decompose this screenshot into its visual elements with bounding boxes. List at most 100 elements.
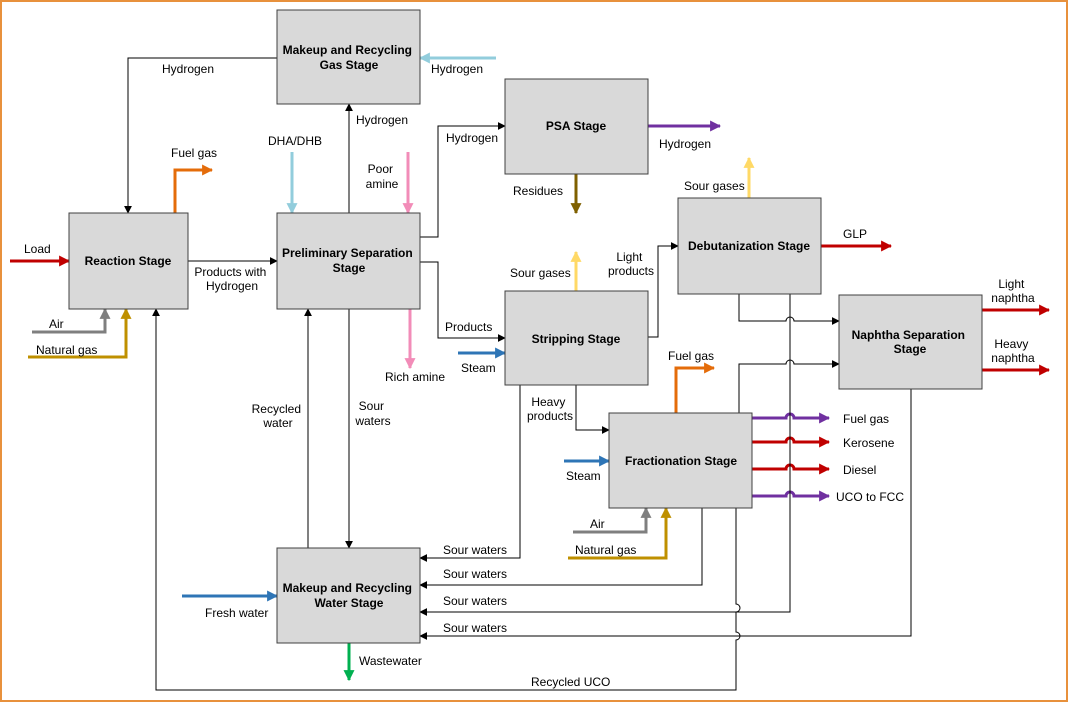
svg-text:Debutanization Stage: Debutanization Stage — [688, 239, 810, 253]
svg-text:Naphtha Separation Stage: Naphtha Separation Stage — [852, 328, 969, 356]
products-label: Products — [445, 320, 492, 334]
wastewater-label: Wastewater — [359, 654, 422, 668]
light-products-line — [648, 242, 679, 338]
heavy-products-line — [575, 385, 610, 434]
light-products-label-1: Light — [616, 250, 643, 264]
recycled-uco-line — [152, 308, 741, 691]
air-frac-arrow — [573, 506, 652, 534]
hydrogen-feed-label: Hydrogen — [431, 62, 483, 76]
dha-dhb-label: DHA/DHB — [268, 134, 322, 148]
svg-text:Makeup and Recycling Gas: Makeup and Recycling Gas Stage — [283, 43, 416, 72]
recycled-water-label-1: Recycled — [252, 402, 301, 416]
hydrogen-to-psa-line — [420, 122, 506, 238]
gas-recycling-stage-title-1: Makeup and Recycling — [283, 43, 412, 57]
gas-recycling-stage-title-2: Gas Stage — [320, 58, 379, 72]
diesel-label: Diesel — [843, 463, 876, 477]
debutanization-stage-title: Debutanization Stage — [688, 239, 810, 253]
sour-waters-1-label: Sour waters — [443, 543, 507, 557]
poor-amine-label-2: amine — [366, 177, 399, 191]
water-recycling-stage-title-2: Water Stage — [315, 596, 384, 610]
fresh-water-label: Fresh water — [205, 606, 268, 620]
svg-text:Preliminary Separation S: Preliminary Separation Stage — [282, 246, 416, 275]
heavy-products-label-2: products — [527, 409, 573, 423]
heavy-naphtha-label: Heavy naphtha — [991, 337, 1035, 365]
preliminary-stage-title-2: Stage — [333, 261, 366, 275]
poor-amine-label: Poor amine — [366, 162, 399, 191]
natural-gas-reaction-arrow — [28, 307, 132, 359]
natural-gas-frac-label: Natural gas — [575, 543, 636, 557]
sour-waters-prelim-label: Sour waters — [354, 399, 390, 428]
sour-waters-1-line — [419, 385, 521, 562]
debut-to-naphtha-line — [738, 294, 840, 325]
hydrogen-out-psa-label: Hydrogen — [659, 137, 711, 151]
naphtha-separation-stage-box: Naphtha Separation Stage — [838, 294, 983, 390]
natural-gas-frac-arrow — [568, 506, 672, 560]
steam-stripping-label: Steam — [461, 361, 496, 375]
light-products-label-2: products — [608, 264, 654, 278]
hydrogen-to-psa-label: Hydrogen — [446, 131, 498, 145]
products-line — [420, 261, 506, 342]
light-naphtha-label-1: Light — [998, 277, 1025, 291]
light-products-label: Light products — [608, 250, 654, 278]
psa-stage-title: PSA Stage — [546, 119, 607, 133]
fractionation-stage-box: Fractionation Stage — [608, 412, 753, 509]
sour-waters-4-line — [419, 389, 912, 640]
stripping-stage-title: Stripping Stage — [532, 332, 621, 346]
sour-waters-4-label: Sour waters — [443, 621, 507, 635]
sour-gases-debut-label: Sour gases — [684, 179, 745, 193]
recycled-uco-label: Recycled UCO — [531, 675, 610, 689]
hydrogen-to-reaction-label: Hydrogen — [162, 62, 214, 76]
svg-text:Reaction Stage: Reaction Stage — [85, 254, 172, 268]
stripping-stage-box: Stripping Stage — [504, 290, 649, 386]
fuel-gas-frac-arrow — [674, 362, 716, 413]
residues-label: Residues — [513, 184, 563, 198]
glp-label: GLP — [843, 227, 867, 241]
heavy-naphtha-label-2: naphtha — [991, 351, 1035, 365]
svg-text:PSA Stage: PSA Stage — [546, 119, 607, 133]
hydrogen-up-label: Hydrogen — [356, 113, 408, 127]
natural-gas-reaction-label: Natural gas — [36, 343, 97, 357]
naphtha-stage-title-2: Stage — [894, 342, 927, 356]
heavy-products-label-1: Heavy — [531, 395, 565, 409]
reaction-stage-title: Reaction Stage — [85, 254, 172, 268]
heavy-products-label: Heavy products — [527, 395, 573, 423]
psa-stage-box: PSA Stage — [504, 78, 649, 175]
uco-to-fcc-label: UCO to FCC — [836, 490, 904, 504]
water-recycling-stage-title-1: Makeup and Recycling — [283, 581, 412, 595]
svg-text:Fractionation Stage: Fractionation Stage — [625, 454, 737, 468]
load-label: Load — [24, 242, 51, 256]
recycled-water-label-2: water — [262, 416, 292, 430]
sour-waters-2-label: Sour waters — [443, 567, 507, 581]
steam-frac-label: Steam — [566, 469, 601, 483]
sour-waters-prelim-label-1: Sour — [359, 399, 384, 413]
svg-text:Stripping Stage: Stripping Stage — [532, 332, 621, 346]
rich-amine-label: Rich amine — [385, 370, 445, 384]
fuel-gas-reaction-arrow — [173, 164, 214, 213]
frac-fuel-gas-out-label: Fuel gas — [843, 412, 889, 426]
products-with-hydrogen-label: Products with Hydrogen — [194, 265, 269, 293]
gas-recycling-stage-box: Makeup and Recycling Gas Stage — [276, 9, 421, 105]
fuel-gas-frac-label: Fuel gas — [668, 349, 714, 363]
recycled-water-label: Recycled water — [252, 402, 305, 430]
kerosene-label: Kerosene — [843, 436, 895, 450]
heavy-naphtha-label-1: Heavy — [994, 337, 1028, 351]
fuel-gas-reaction-label: Fuel gas — [171, 146, 217, 160]
sour-waters-3-label: Sour waters — [443, 594, 507, 608]
products-with-hydrogen-label-1: Products with — [194, 265, 266, 279]
preliminary-separation-stage-box: Preliminary Separation Stage — [276, 212, 421, 310]
sour-gases-strip-label: Sour gases — [510, 266, 571, 280]
sour-waters-3-line — [419, 294, 791, 616]
reaction-stage-box: Reaction Stage — [68, 212, 189, 310]
poor-amine-label-1: Poor — [368, 162, 393, 176]
air-reaction-label: Air — [49, 317, 64, 331]
sour-waters-prelim-label-2: waters — [354, 414, 390, 428]
frac-to-naphtha-line — [738, 359, 840, 413]
preliminary-stage-title-1: Preliminary Separation — [282, 246, 413, 260]
air-reaction-arrow — [32, 307, 111, 334]
sour-waters-2-line — [419, 508, 703, 589]
air-frac-label: Air — [590, 517, 605, 531]
light-naphtha-label-2: naphtha — [991, 291, 1035, 305]
